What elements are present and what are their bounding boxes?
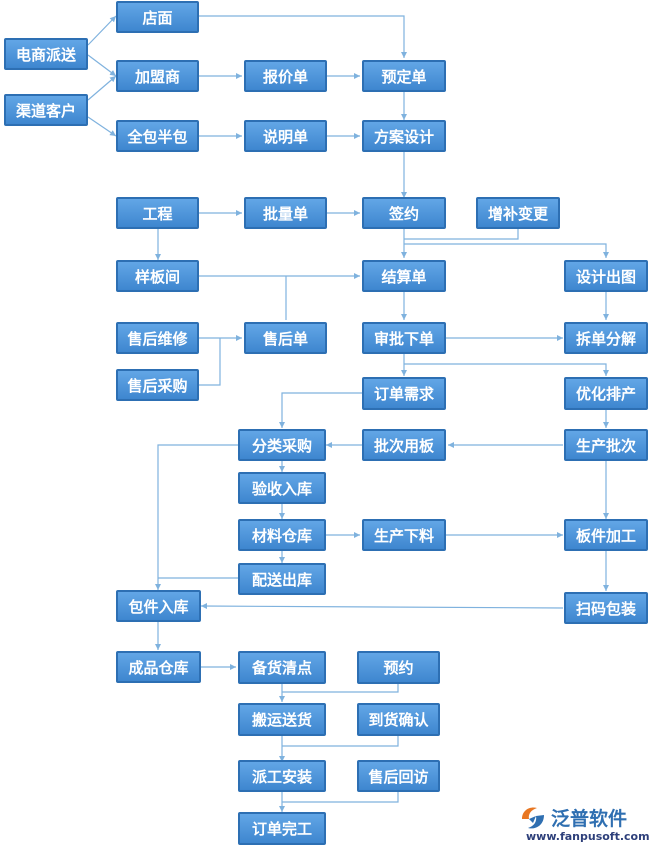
logo-url: www.fanpusoft.com [526,830,650,843]
connector [404,229,519,240]
logo-name: 泛普软件 [551,808,628,830]
node-dingdan-wangong: 订单完工 [238,812,326,845]
node-yudingdan: 预定单 [362,60,446,92]
node-chaidan-fenjie: 拆单分解 [564,322,648,354]
node-shouhou-huifang: 售后回访 [357,760,440,792]
node-shouhou-weixiu: 售后维修 [116,322,199,354]
node-gongcheng: 工程 [116,197,199,229]
connector [87,75,117,101]
node-peisong-chuku: 配送出库 [238,563,326,595]
node-quanbao-banbao: 全包半包 [116,120,199,152]
node-banjian-jiagong: 板件加工 [564,519,648,551]
connector [404,363,609,376]
node-qianyue: 签约 [362,197,446,229]
node-jiamengshang: 加盟商 [116,60,199,92]
node-dingdan-xuqiu: 订单需求 [362,377,446,410]
node-shouhoudan: 售后单 [244,322,327,354]
fanpu-logo-icon [522,807,544,829]
connector [87,54,117,77]
connector [87,116,117,137]
node-yuyue: 预约 [357,651,440,684]
node-daohuo-queren: 到货确认 [357,703,440,736]
connector [404,243,609,258]
node-piliangdan: 批量单 [244,197,327,229]
node-shengchan-pici: 生产批次 [564,429,648,461]
connector [155,444,238,590]
node-dianshang-paisong: 电商派送 [4,38,88,70]
connector [282,736,399,747]
node-sheji-chutu: 设计出图 [564,260,648,292]
connector [282,684,399,693]
node-paigong-anzhuang: 派工安装 [238,760,326,792]
connector [279,392,362,428]
node-shenpi-xiadan: 审批下单 [362,322,446,354]
node-shouhou-caigou: 售后采购 [116,369,199,401]
node-baojiadan: 报价单 [244,60,327,92]
node-saoma-baozhuang: 扫码包装 [564,592,648,624]
node-chengpin-cangku: 成品仓库 [116,651,201,683]
node-yangbanjian: 样板间 [116,260,199,292]
node-beihuo-qingdian: 备货清点 [238,651,326,684]
connector [199,15,407,58]
connector [200,603,564,610]
node-pici-yongban: 批次用板 [362,429,446,461]
node-jiesuandan: 结算单 [362,260,446,292]
node-baojian-ruku: 包件入库 [116,590,201,622]
node-cailiao-cangku: 材料仓库 [238,519,326,551]
node-dianmian: 店面 [116,1,199,33]
connector [282,792,399,803]
connector [199,338,221,386]
node-fangan-sheji: 方案设计 [362,120,446,152]
node-banyun-songhuo: 搬运送货 [238,703,326,736]
node-youhua-paichan: 优化排产 [564,377,648,410]
node-shengchan-xialiao: 生产下料 [362,519,446,551]
connector [87,15,117,46]
node-qudao-kehu: 渠道客户 [4,94,88,126]
node-shuomingdan: 说明单 [244,120,327,152]
node-zengbu-biangeng: 增补变更 [476,197,560,229]
fanpu-logo: 泛普软件 www.fanpusoft.com [518,803,650,845]
node-fenlei-caigou: 分类采购 [238,429,326,461]
node-yanshou-ruku: 验收入库 [238,472,326,504]
